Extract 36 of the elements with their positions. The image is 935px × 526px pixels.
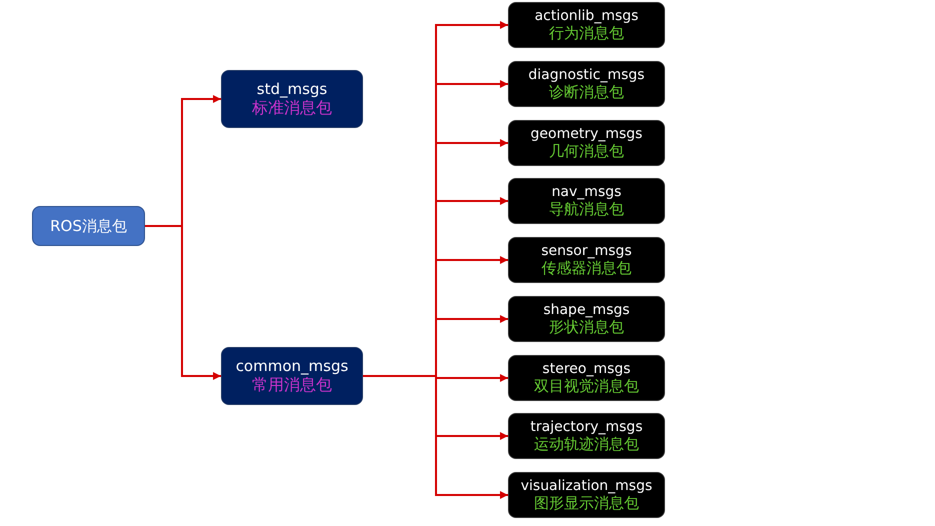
package-label: 常用消息包 xyxy=(252,375,332,395)
package-label: 图形显示消息包 xyxy=(534,494,639,512)
package-label: 双目视觉消息包 xyxy=(534,377,639,396)
package-box xyxy=(508,178,665,224)
package-label: 行为消息包 xyxy=(549,24,624,42)
package-label: 运动轨迹消息包 xyxy=(534,435,639,454)
package-box xyxy=(508,355,665,401)
package-box xyxy=(508,120,665,166)
package-box xyxy=(221,70,363,128)
root-box xyxy=(32,206,145,246)
package-name: nav_msgs xyxy=(552,184,622,200)
package-name: geometry_msgs xyxy=(530,126,642,142)
package-box xyxy=(508,296,665,342)
package-name: actionlib_msgs xyxy=(534,8,638,24)
package-name: stereo_msgs xyxy=(542,360,631,378)
package-label: 形状消息包 xyxy=(549,318,624,336)
package-name: shape_msgs xyxy=(543,302,630,318)
package-box xyxy=(508,2,665,48)
package-name: common_msgs xyxy=(236,357,348,376)
arrow xyxy=(145,225,221,380)
package-box xyxy=(508,237,665,283)
package-name: trajectory_msgs xyxy=(530,418,643,436)
package-box xyxy=(508,61,665,107)
package-label: 传感器消息包 xyxy=(542,259,632,278)
package-label: 标准消息包 xyxy=(252,98,332,118)
package-name: visualization_msgs xyxy=(520,478,652,494)
package-label: 诊断消息包 xyxy=(549,83,624,102)
package-box xyxy=(508,413,665,459)
package-name: diagnostic_msgs xyxy=(528,66,645,84)
root-label: ROS消息包 xyxy=(50,217,127,235)
package-box xyxy=(508,472,665,518)
package-name: sensor_msgs xyxy=(541,242,632,260)
package-label: 几何消息包 xyxy=(549,142,624,160)
package-label: 导航消息包 xyxy=(549,200,624,218)
package-box xyxy=(221,347,363,405)
package-name: std_msgs xyxy=(256,80,328,98)
